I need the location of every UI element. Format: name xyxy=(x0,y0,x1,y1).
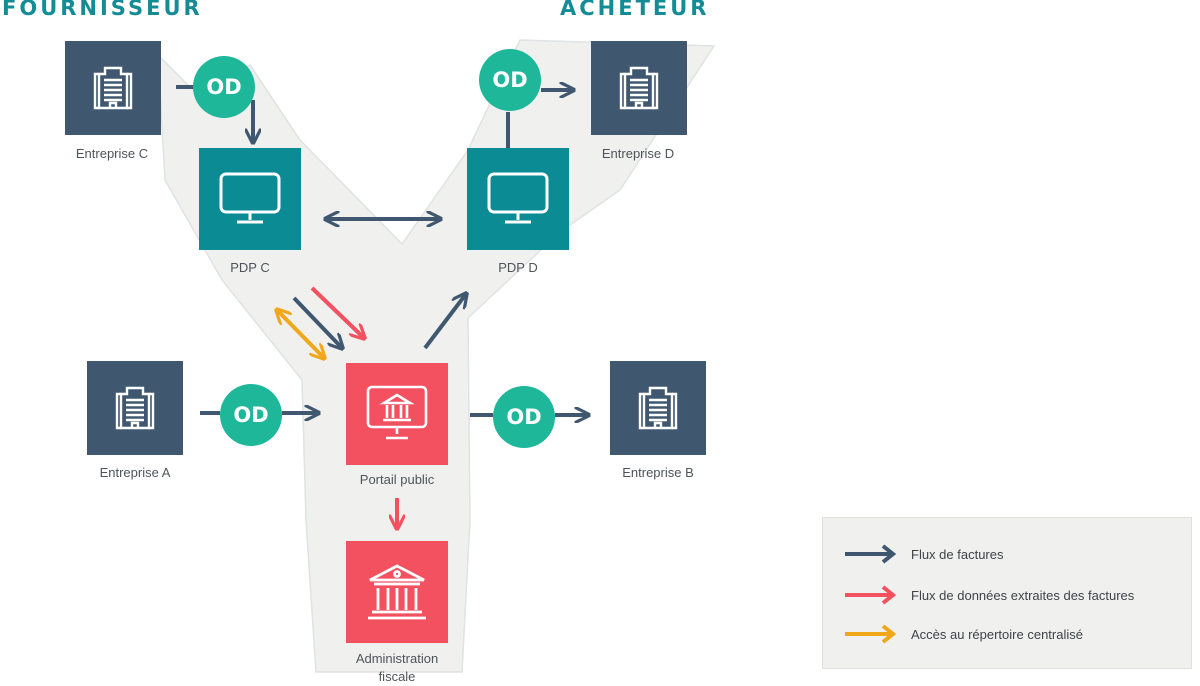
entreprise-d-label: Entreprise D xyxy=(601,146,675,161)
pdp-c-label: PDP C xyxy=(230,260,270,275)
pdp-d-node[interactable] xyxy=(467,148,569,250)
buyer-heading: ACHETEUR xyxy=(560,0,710,20)
monitor-icon xyxy=(219,172,281,224)
entreprise-a-node[interactable] xyxy=(87,361,183,455)
building-icon xyxy=(93,66,133,110)
entreprise-b-label: Entreprise B xyxy=(622,465,694,480)
od-badge-d: OD xyxy=(479,49,541,111)
red-arrow-pdp-c-to-portal xyxy=(310,286,364,338)
portail-public-node[interactable] xyxy=(346,363,448,465)
pdp-d-label: PDP D xyxy=(498,260,538,275)
legend-item-invoice-flow: Flux de factures xyxy=(843,544,1004,564)
administration-fiscale-node[interactable] xyxy=(346,541,448,643)
entreprise-b-node[interactable] xyxy=(610,361,706,455)
pdp-c-node[interactable] xyxy=(199,148,301,250)
legend-item-extracted-data: Flux de données extraites des factures xyxy=(843,585,1134,605)
administration-fiscale-label: Administration fiscale xyxy=(355,651,439,684)
entreprise-d-node[interactable] xyxy=(591,41,687,135)
legend: Flux de factures Flux de données extrait… xyxy=(822,517,1192,669)
od-badge-b: OD xyxy=(493,386,555,448)
government-monitor-icon xyxy=(366,385,428,440)
building-icon xyxy=(638,386,678,430)
building-icon xyxy=(619,66,659,110)
entreprise-c-node[interactable] xyxy=(65,41,161,135)
legend-label-directory-access: Accès au répertoire centralisé xyxy=(911,626,1083,642)
entreprise-c-label: Entreprise C xyxy=(75,146,149,161)
red-arrow-icon xyxy=(845,585,897,605)
od-badge-c: OD xyxy=(193,56,255,118)
legend-label-extracted-data: Flux de données extraites des factures xyxy=(911,587,1135,603)
legend-item-directory-access: Accès au répertoire centralisé xyxy=(843,624,1083,644)
monitor-icon xyxy=(487,172,549,224)
blue-arrow-icon xyxy=(845,544,897,564)
yellow-arrow-pdp-c-portal xyxy=(277,310,324,358)
yellow-arrow-icon xyxy=(845,624,897,644)
portail-public-label: Portail public xyxy=(359,472,435,487)
arrow-portal-to-pdp-d xyxy=(423,294,466,350)
supplier-heading: FOURNISSEUR xyxy=(2,0,203,20)
legend-label-invoice-flow: Flux de factures xyxy=(911,546,1004,562)
government-building-icon xyxy=(368,564,426,620)
entreprise-a-label: Entreprise A xyxy=(99,465,171,480)
od-badge-a: OD xyxy=(220,384,282,446)
building-icon xyxy=(115,386,155,430)
